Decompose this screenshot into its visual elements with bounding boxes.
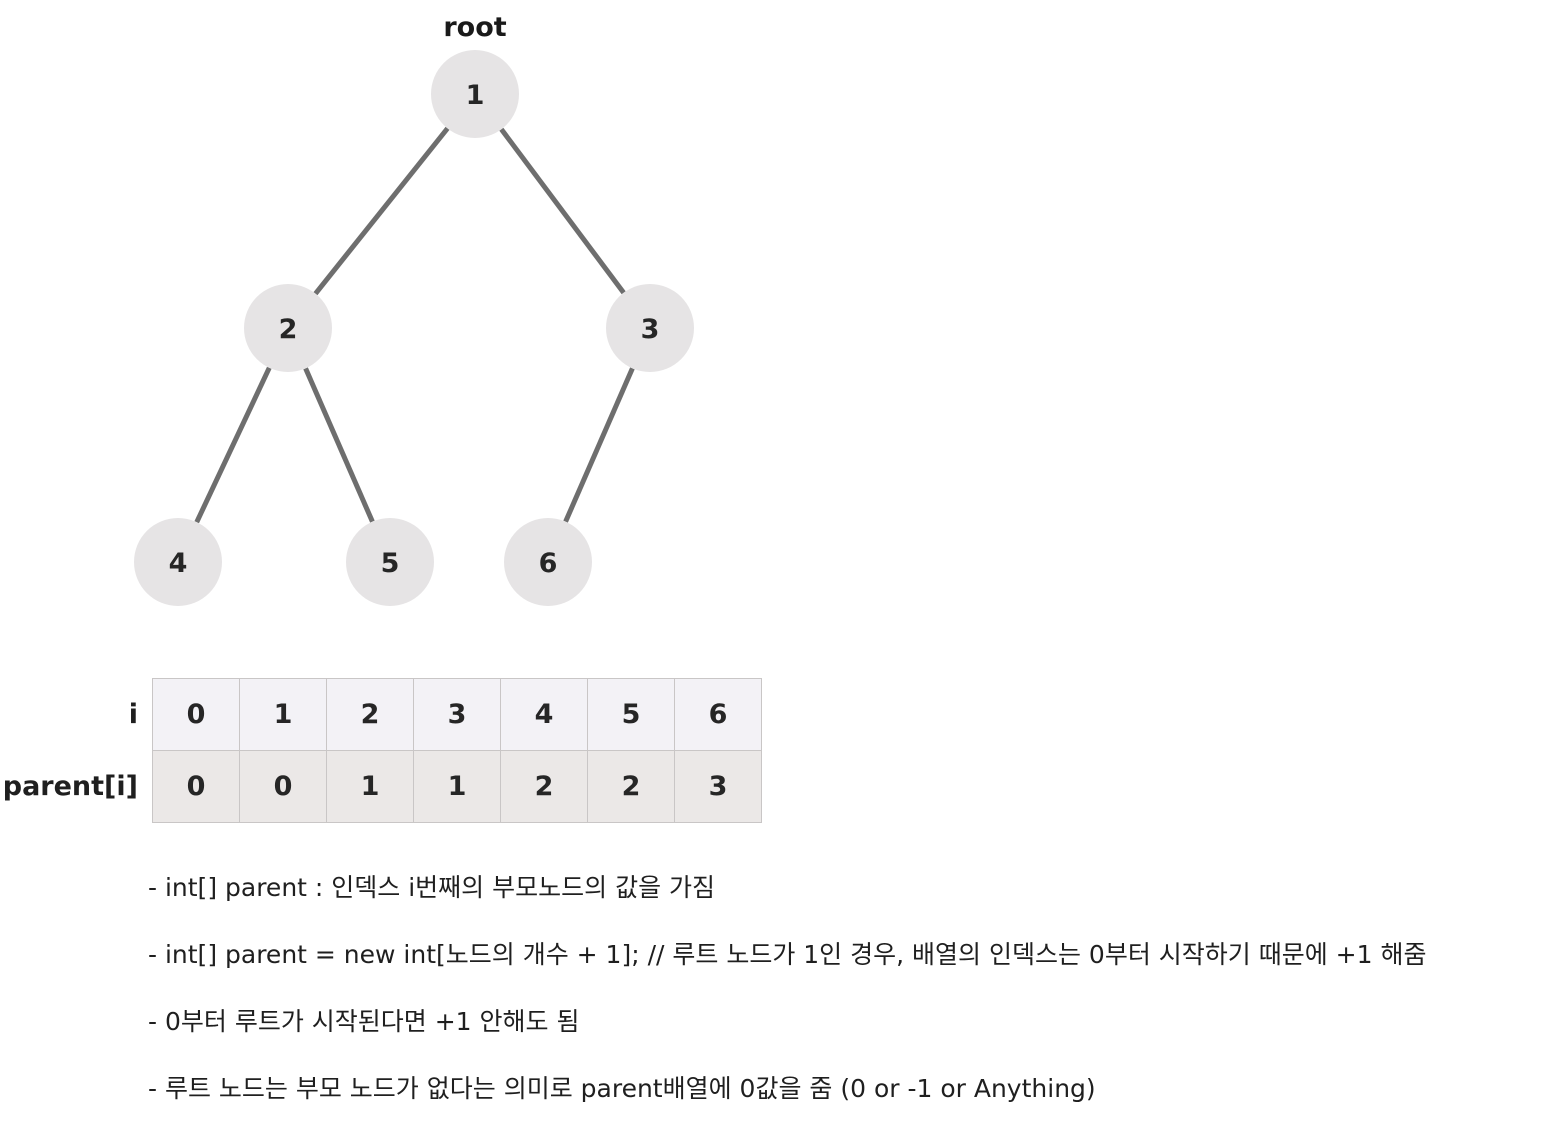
edge-3-6 <box>563 367 635 523</box>
index-cell: 3 <box>413 678 501 751</box>
parent-cell: 3 <box>674 750 762 823</box>
edge-2-4 <box>194 366 272 524</box>
row-label-index: i <box>128 699 138 730</box>
tree-edges <box>194 126 635 524</box>
tree-node-6: 6 <box>504 518 592 606</box>
node-label: 6 <box>539 548 558 579</box>
parent-cell: 2 <box>587 750 675 823</box>
note-item: - 루트 노드는 부모 노드가 없다는 의미로 parent배열에 0값을 줌 … <box>148 1074 1096 1103</box>
tree-diagram: root 1 2 3 4 5 6 <box>134 12 694 606</box>
edge-2-5 <box>303 367 375 523</box>
index-row: 0 1 2 3 4 5 6 <box>152 678 762 751</box>
tree-node-2: 2 <box>244 284 332 372</box>
parent-array-table: 0 1 2 3 4 5 6 0 0 1 1 2 2 3 <box>152 678 762 823</box>
tree-node-1: 1 <box>431 50 519 138</box>
index-cell: 4 <box>500 678 588 751</box>
node-circle <box>244 284 332 372</box>
node-circle <box>346 518 434 606</box>
node-label: 1 <box>466 80 485 111</box>
notes-list: - int[] parent : 인덱스 i번째의 부모노드의 값을 가짐 - … <box>148 866 1558 1134</box>
tree-node-4: 4 <box>134 518 222 606</box>
node-label: 3 <box>641 314 660 345</box>
index-cell: 5 <box>587 678 675 751</box>
node-circle <box>504 518 592 606</box>
parent-cell: 0 <box>239 750 327 823</box>
node-label: 5 <box>381 548 400 579</box>
node-circle <box>606 284 694 372</box>
node-label: 2 <box>279 314 298 345</box>
note-item: - 0부터 루트가 시작된다면 +1 안해도 됨 <box>148 1007 580 1036</box>
tree-node-3: 3 <box>606 284 694 372</box>
root-label: root <box>443 12 506 43</box>
index-cell: 2 <box>326 678 414 751</box>
row-label-parent: parent[i] <box>2 771 138 802</box>
node-label: 4 <box>169 548 188 579</box>
parent-cell: 1 <box>413 750 501 823</box>
edge-1-3 <box>499 127 626 295</box>
parent-cell: 2 <box>500 750 588 823</box>
parent-cell: 0 <box>152 750 240 823</box>
index-cell: 6 <box>674 678 762 751</box>
node-circle <box>134 518 222 606</box>
tree-node-5: 5 <box>346 518 434 606</box>
index-cell: 0 <box>152 678 240 751</box>
note-item: - int[] parent = new int[노드의 개수 + 1]; //… <box>148 940 1427 969</box>
node-circle <box>431 50 519 138</box>
tree-nodes: 1 2 3 4 5 6 <box>134 50 694 606</box>
note-item: - int[] parent : 인덱스 i번째의 부모노드의 값을 가짐 <box>148 873 716 902</box>
parent-row: 0 0 1 1 2 2 3 <box>152 750 762 823</box>
index-cell: 1 <box>239 678 327 751</box>
parent-cell: 1 <box>326 750 414 823</box>
edge-1-2 <box>313 126 450 296</box>
